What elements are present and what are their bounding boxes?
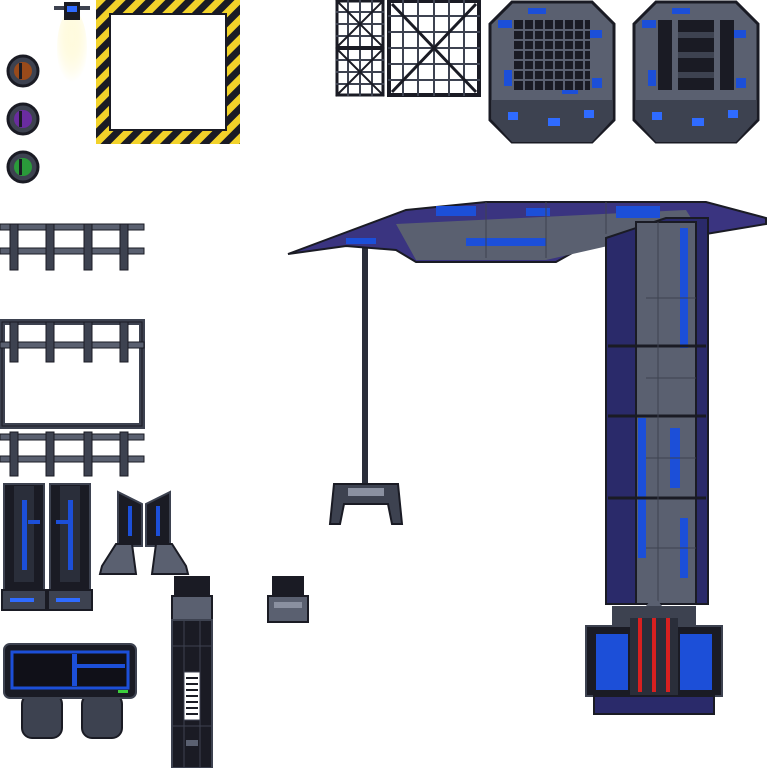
hazard-frame-icon	[96, 0, 240, 144]
crane-tower-icon	[286, 198, 768, 718]
railing-cage-icon	[0, 319, 145, 478]
floor-hatch-ladder-icon	[632, 0, 760, 144]
orb-rust-icon	[6, 54, 40, 88]
hanging-claw-icon	[326, 248, 406, 532]
orb-violet-icon	[6, 102, 40, 136]
railing-short-icon	[0, 222, 145, 272]
piston-cap-icon	[266, 576, 310, 626]
piston-column-icon	[170, 576, 214, 768]
boots-tall-icon	[0, 480, 96, 612]
boots-short-icon	[98, 486, 190, 578]
console-desk-icon	[2, 642, 138, 742]
mesh-grate-crossed-icon	[387, 0, 481, 97]
mesh-grate-small-icon	[335, 0, 385, 97]
orb-green-icon	[6, 150, 40, 184]
floor-hatch-grid-icon	[488, 0, 616, 144]
ceiling-lamp-icon	[52, 2, 92, 88]
